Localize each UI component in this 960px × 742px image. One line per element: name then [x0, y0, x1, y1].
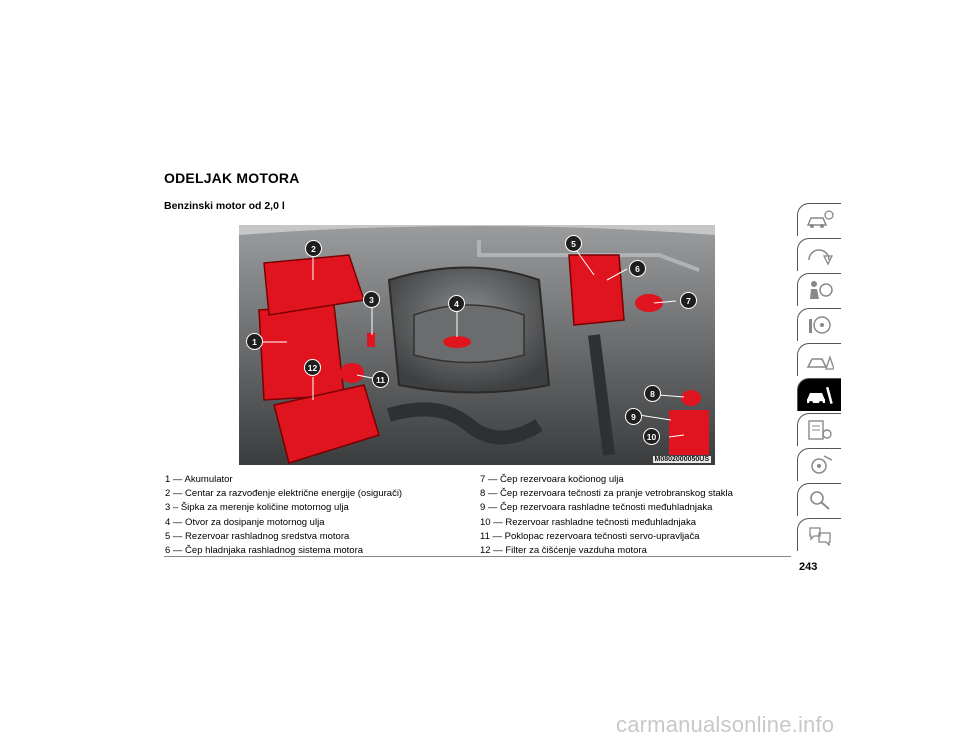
legend-item: 8 — Čep rezervoara tečnosti za pranje ve… — [480, 488, 733, 500]
tab-multimedia[interactable] — [797, 448, 841, 481]
callout-5: 5 — [565, 235, 582, 252]
legend-item: 9 — Čep rezervoara rashladne tečnosti me… — [480, 502, 713, 514]
callout-7: 7 — [680, 292, 697, 309]
callout-12: 12 — [304, 359, 321, 376]
magnifier-index-icon — [810, 491, 830, 510]
section-subtitle: Benzinski motor od 2,0 l — [164, 200, 285, 212]
legend-item: 5 — Rezervoar rashladnog sredstva motora — [165, 530, 350, 542]
tab-language[interactable] — [797, 518, 841, 551]
tab-emergency[interactable] — [797, 343, 841, 376]
callout-2: 2 — [305, 240, 322, 257]
footer-divider — [164, 556, 791, 557]
tab-index[interactable] — [797, 483, 841, 516]
steering-wheel-icon — [809, 316, 831, 334]
tab-dashboard[interactable] — [797, 238, 841, 271]
engine-illustration — [239, 225, 715, 465]
callout-6: 6 — [629, 260, 646, 277]
dashboard-warning-icon — [808, 249, 834, 266]
tab-maintenance[interactable] — [797, 413, 841, 446]
tab-service[interactable] — [797, 378, 841, 411]
legend-item: 11 — Poklopac rezervoara tečnosti servo-… — [480, 530, 700, 542]
roadside-emergency-icon — [806, 354, 834, 370]
car-service-tools-icon — [807, 386, 833, 405]
callout-3: 3 — [363, 291, 380, 308]
page-title: ODELJAK MOTORA — [164, 170, 300, 186]
chapter-tabs — [797, 203, 841, 553]
language-icon — [809, 527, 831, 546]
figure-code: M0802000050US — [652, 456, 711, 463]
legend-item: 1 — Akumulator — [165, 474, 233, 485]
airbag-safety-icon — [810, 281, 833, 299]
legend-item: 6 — Čep hladnjaka rashladnog sistema mot… — [165, 545, 364, 557]
watermark-text: carmanualsonline.info — [616, 712, 835, 737]
tab-driving[interactable] — [797, 308, 841, 341]
multimedia-icon — [811, 455, 833, 474]
callout-9: 9 — [625, 408, 642, 425]
maintenance-checklist-icon — [808, 420, 832, 440]
legend-item: 3 – Šipka za merenje količine motornog u… — [165, 502, 349, 514]
callout-4: 4 — [448, 295, 465, 312]
legend-right-column: 7 — Čep rezervoara kočionog ulja 8 — Čep… — [480, 473, 733, 558]
legend-item: 10 — Rezervoar rashladne tečnosti međuhl… — [480, 516, 696, 528]
page-number: 243 — [799, 561, 818, 573]
tab-safety[interactable] — [797, 273, 841, 306]
callout-10: 10 — [643, 428, 660, 445]
legend-item: 12 — Filter za čišćenje vazduha motora — [480, 545, 647, 557]
callout-1: 1 — [246, 333, 263, 350]
car-info-icon — [806, 210, 834, 228]
callout-11: 11 — [372, 371, 389, 388]
tab-car-info[interactable] — [797, 203, 841, 236]
legend-item: 2 — Centar za razvođenje električne ener… — [165, 488, 403, 500]
legend-item: 7 — Čep rezervoara kočionog ulja — [480, 474, 624, 485]
legend-left-column: 1 — Akumulator 2 — Centar za razvođenje … — [165, 473, 402, 558]
callout-8: 8 — [644, 385, 661, 402]
engine-compartment-figure: 1 2 3 4 5 6 7 8 9 10 11 12 M0802000050US — [239, 225, 715, 465]
legend-item: 4 — Otvor za dosipanje motornog ulja — [165, 516, 325, 528]
